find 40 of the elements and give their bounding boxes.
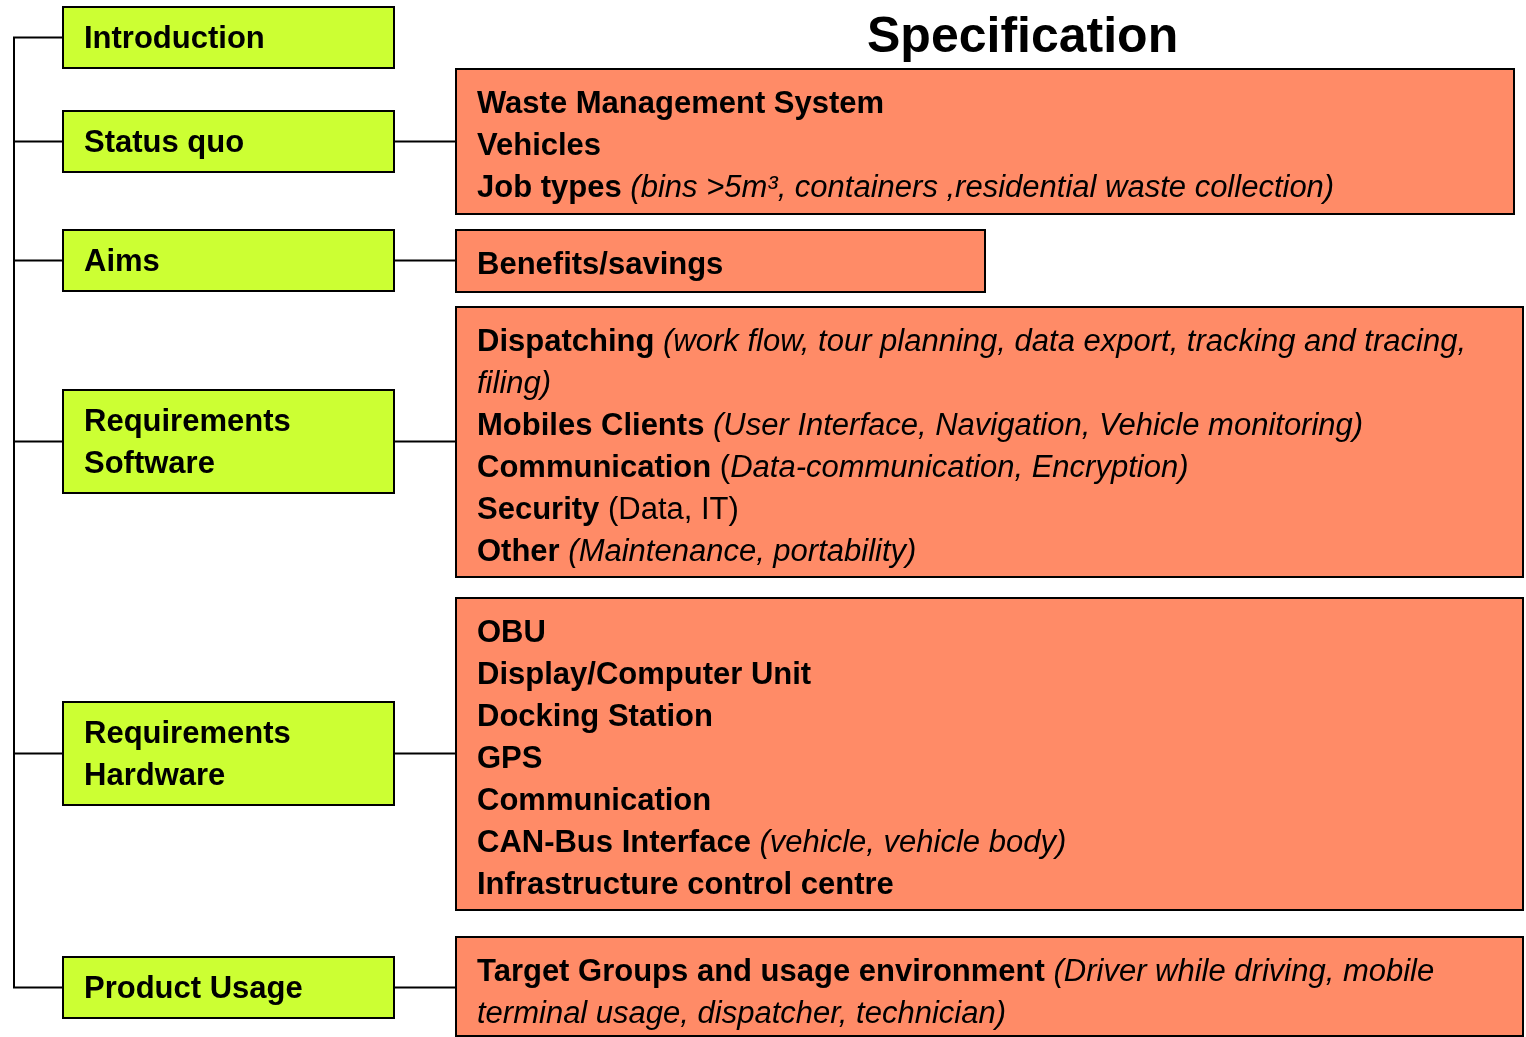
spec-item: Vehicles [477, 126, 603, 164]
spec-item: Docking Station [477, 697, 714, 735]
connector-line [394, 752, 456, 755]
spec-item: Waste Management System [477, 84, 886, 122]
spec-item: GPS [477, 739, 544, 777]
specification-box [455, 936, 1524, 1037]
connector-line [394, 140, 456, 143]
title: Specification [867, 10, 1179, 60]
specification-box [455, 306, 1524, 578]
spec-item: OBU [477, 613, 547, 651]
topic-box [62, 701, 395, 806]
spec-item: Display/Computer Unit [477, 655, 813, 693]
topic-label: Requirements Software [84, 401, 292, 482]
topic-box [62, 6, 395, 69]
connector-line [394, 986, 456, 989]
specification-box [455, 68, 1515, 215]
spec-item: Mobiles Clients (User Interface, Navigation, Vehicle monitoring) [477, 406, 1365, 444]
spec-item: Target Groups and usage environment (Driver while driving, mobile terminal usage, dispatcher, technician) [477, 952, 1436, 1032]
spec-item: Dispatching (work flow, tour planning, data export, tracking and tracing, filing) [477, 322, 1468, 402]
specification-box [455, 597, 1524, 911]
spec-item: Other (Maintenance, portability) [477, 532, 918, 570]
spec-item: Communication [477, 781, 713, 819]
topic-box [62, 110, 395, 173]
topic-label: Status quo [84, 122, 246, 161]
spec-item: Infrastructure control centre [477, 865, 895, 903]
topic-box [62, 389, 395, 494]
spec-item: CAN-Bus Interface (vehicle, vehicle body) [477, 823, 1068, 861]
topic-label: Product Usage [84, 968, 304, 1007]
connector-line [394, 259, 456, 262]
topic-label: Aims [84, 241, 161, 280]
topic-label: Introduction [84, 18, 266, 57]
specification-box [455, 229, 986, 293]
connector-line [394, 440, 456, 443]
spec-item: Communication (Data-communication, Encryption) [477, 448, 1190, 486]
spec-item: Job types (bins >5m³, containers ,residential waste collection) [477, 168, 1336, 206]
topic-box [62, 956, 395, 1019]
topic-label: Requirements Hardware [84, 713, 292, 794]
spec-item: Security (Data, IT) [477, 490, 740, 528]
spec-item: Benefits/savings [477, 245, 725, 283]
topic-box [62, 229, 395, 292]
